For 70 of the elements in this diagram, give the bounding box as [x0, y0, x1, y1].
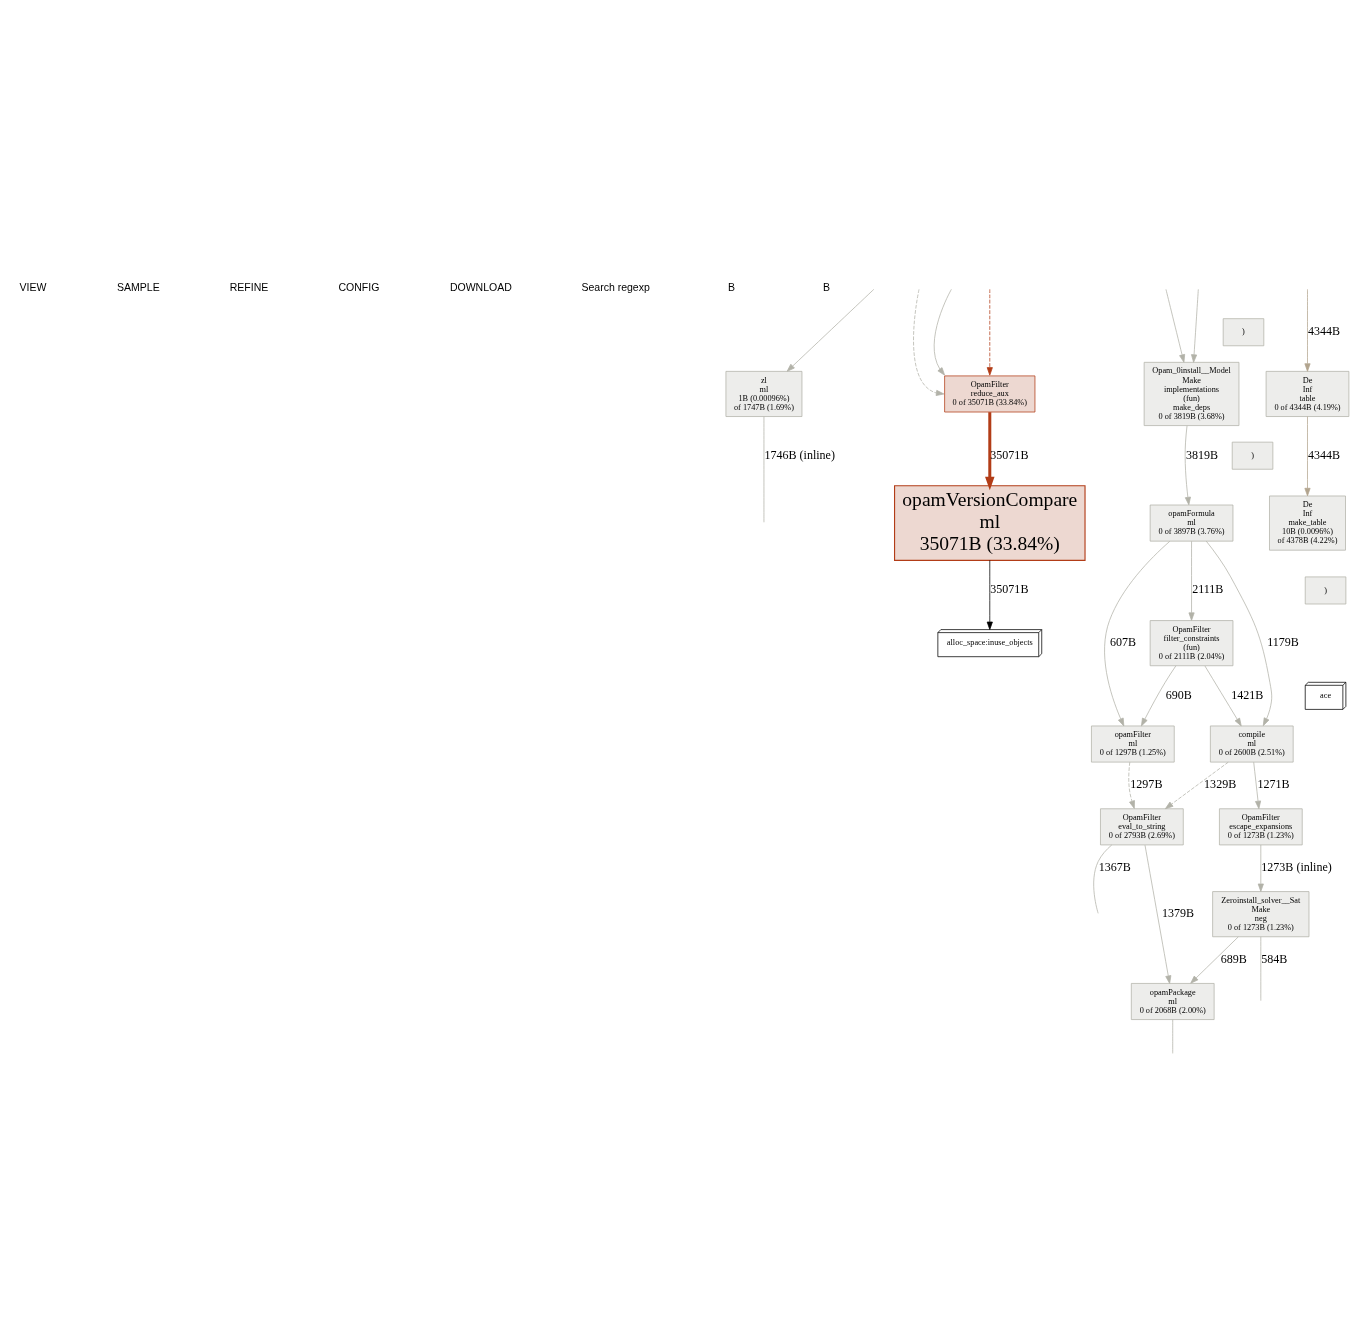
arrow: [1253, 761, 1262, 810]
arrow: [1165, 761, 1229, 810]
edge-label: 3819B: [1186, 447, 1219, 462]
edge-label: 4344B: [1308, 324, 1341, 339]
edge-label: 1271B: [1257, 777, 1290, 792]
edge-label: 607B: [1110, 635, 1137, 650]
node-box: opamFormula ml 0 of 3897B (3.76%): [1149, 504, 1234, 542]
node-box: opamFilter ml 0 of 1297B (1.25%): [1091, 725, 1175, 763]
arrow: [1184, 425, 1191, 506]
node-box: OpamFilter escape_expansions 0 of 1273B (1.23%): [1219, 808, 1303, 846]
node-box: opamPackage ml 0 of 2068B (2.00%): [1130, 983, 1215, 1020]
edge-label: 4344B: [1308, 447, 1341, 462]
edge-label: 1746B (inline): [764, 447, 835, 462]
node-box: OpamFilter filter_constraints (fun) 0 of 2111B (2.04%): [1149, 620, 1234, 667]
arrow: [985, 412, 995, 491]
arrow: [1128, 761, 1135, 809]
node-box: ): [1222, 318, 1265, 347]
arrow: [1104, 540, 1171, 727]
edge-label: 1297B: [1130, 777, 1163, 792]
edge-label: 2111B: [1192, 582, 1224, 597]
arrow: [933, 289, 952, 376]
connector: [1093, 844, 1113, 914]
arrow: [986, 560, 993, 630]
edge-label: 584B: [1261, 951, 1288, 966]
edge-label: 35071B: [990, 582, 1029, 597]
node-box: ): [1231, 441, 1274, 470]
arrow: [1204, 665, 1242, 727]
arrow: [1188, 540, 1195, 621]
label: REFINE: [229, 281, 269, 294]
arrow: [1205, 540, 1273, 727]
edge-label: 689B: [1220, 951, 1247, 966]
label: CONFIG: [338, 281, 380, 294]
edge-label: 1179B: [1267, 635, 1299, 650]
label: Search regexp: [581, 281, 650, 294]
edge-label: 1421B: [1231, 687, 1264, 702]
node-box: Zeroinstall_solver__Sat Make neg 0 of 1273B (1.23%): [1212, 891, 1310, 938]
connector: [763, 416, 765, 523]
label: B: [822, 281, 830, 294]
arrow: [1257, 844, 1264, 892]
node-box: OpamFilter eval_to_string 0 of 2793B (2.69%): [1100, 808, 1184, 846]
connector: [1172, 1019, 1174, 1054]
edge-label: 35071B: [990, 447, 1029, 462]
node-box: opamVersionCompare ml 35071B (33.84%): [894, 485, 1086, 561]
label: SAMPLE: [117, 281, 160, 294]
edge-label: 690B: [1165, 687, 1192, 702]
arrow: [986, 288, 993, 376]
arrow: [1191, 289, 1199, 363]
connector: [1260, 936, 1262, 1001]
node-box: De Inf make_table 10B (0.0096%) of 4378B (4.22%): [1269, 495, 1346, 551]
arrow: [1304, 416, 1311, 497]
edge-label: 1273B (inline): [1261, 860, 1332, 875]
label: VIEW: [19, 281, 47, 294]
node-box: ): [1304, 576, 1347, 605]
arrow: [1304, 289, 1311, 372]
arrow: [786, 289, 875, 372]
arrow: [1190, 936, 1239, 984]
node-box: De Inf table 0 of 4344B (4.19%): [1265, 371, 1350, 417]
edge-label: 1379B: [1161, 906, 1195, 921]
arrow: [913, 289, 945, 396]
node-box: compile ml 0 of 2600B (2.51%): [1210, 725, 1294, 763]
label: B: [728, 281, 736, 294]
edge-label: 1367B: [1098, 860, 1131, 875]
node-box: zl ml 1B (0.00096%) of 1747B (1.69%): [725, 371, 803, 417]
arrow: [1165, 289, 1186, 363]
node-box: Opam_0install__Model Make implementations (fun) make_deps 0 of 3819B (3.68%): [1143, 361, 1240, 426]
node-box: OpamFilter reduce_aux 0 of 35071B (33.84%): [944, 375, 1036, 413]
edge-label: 1329B: [1204, 777, 1237, 792]
label: DOWNLOAD: [449, 281, 512, 294]
arrow: [1144, 844, 1172, 984]
arrow: [1141, 665, 1177, 727]
